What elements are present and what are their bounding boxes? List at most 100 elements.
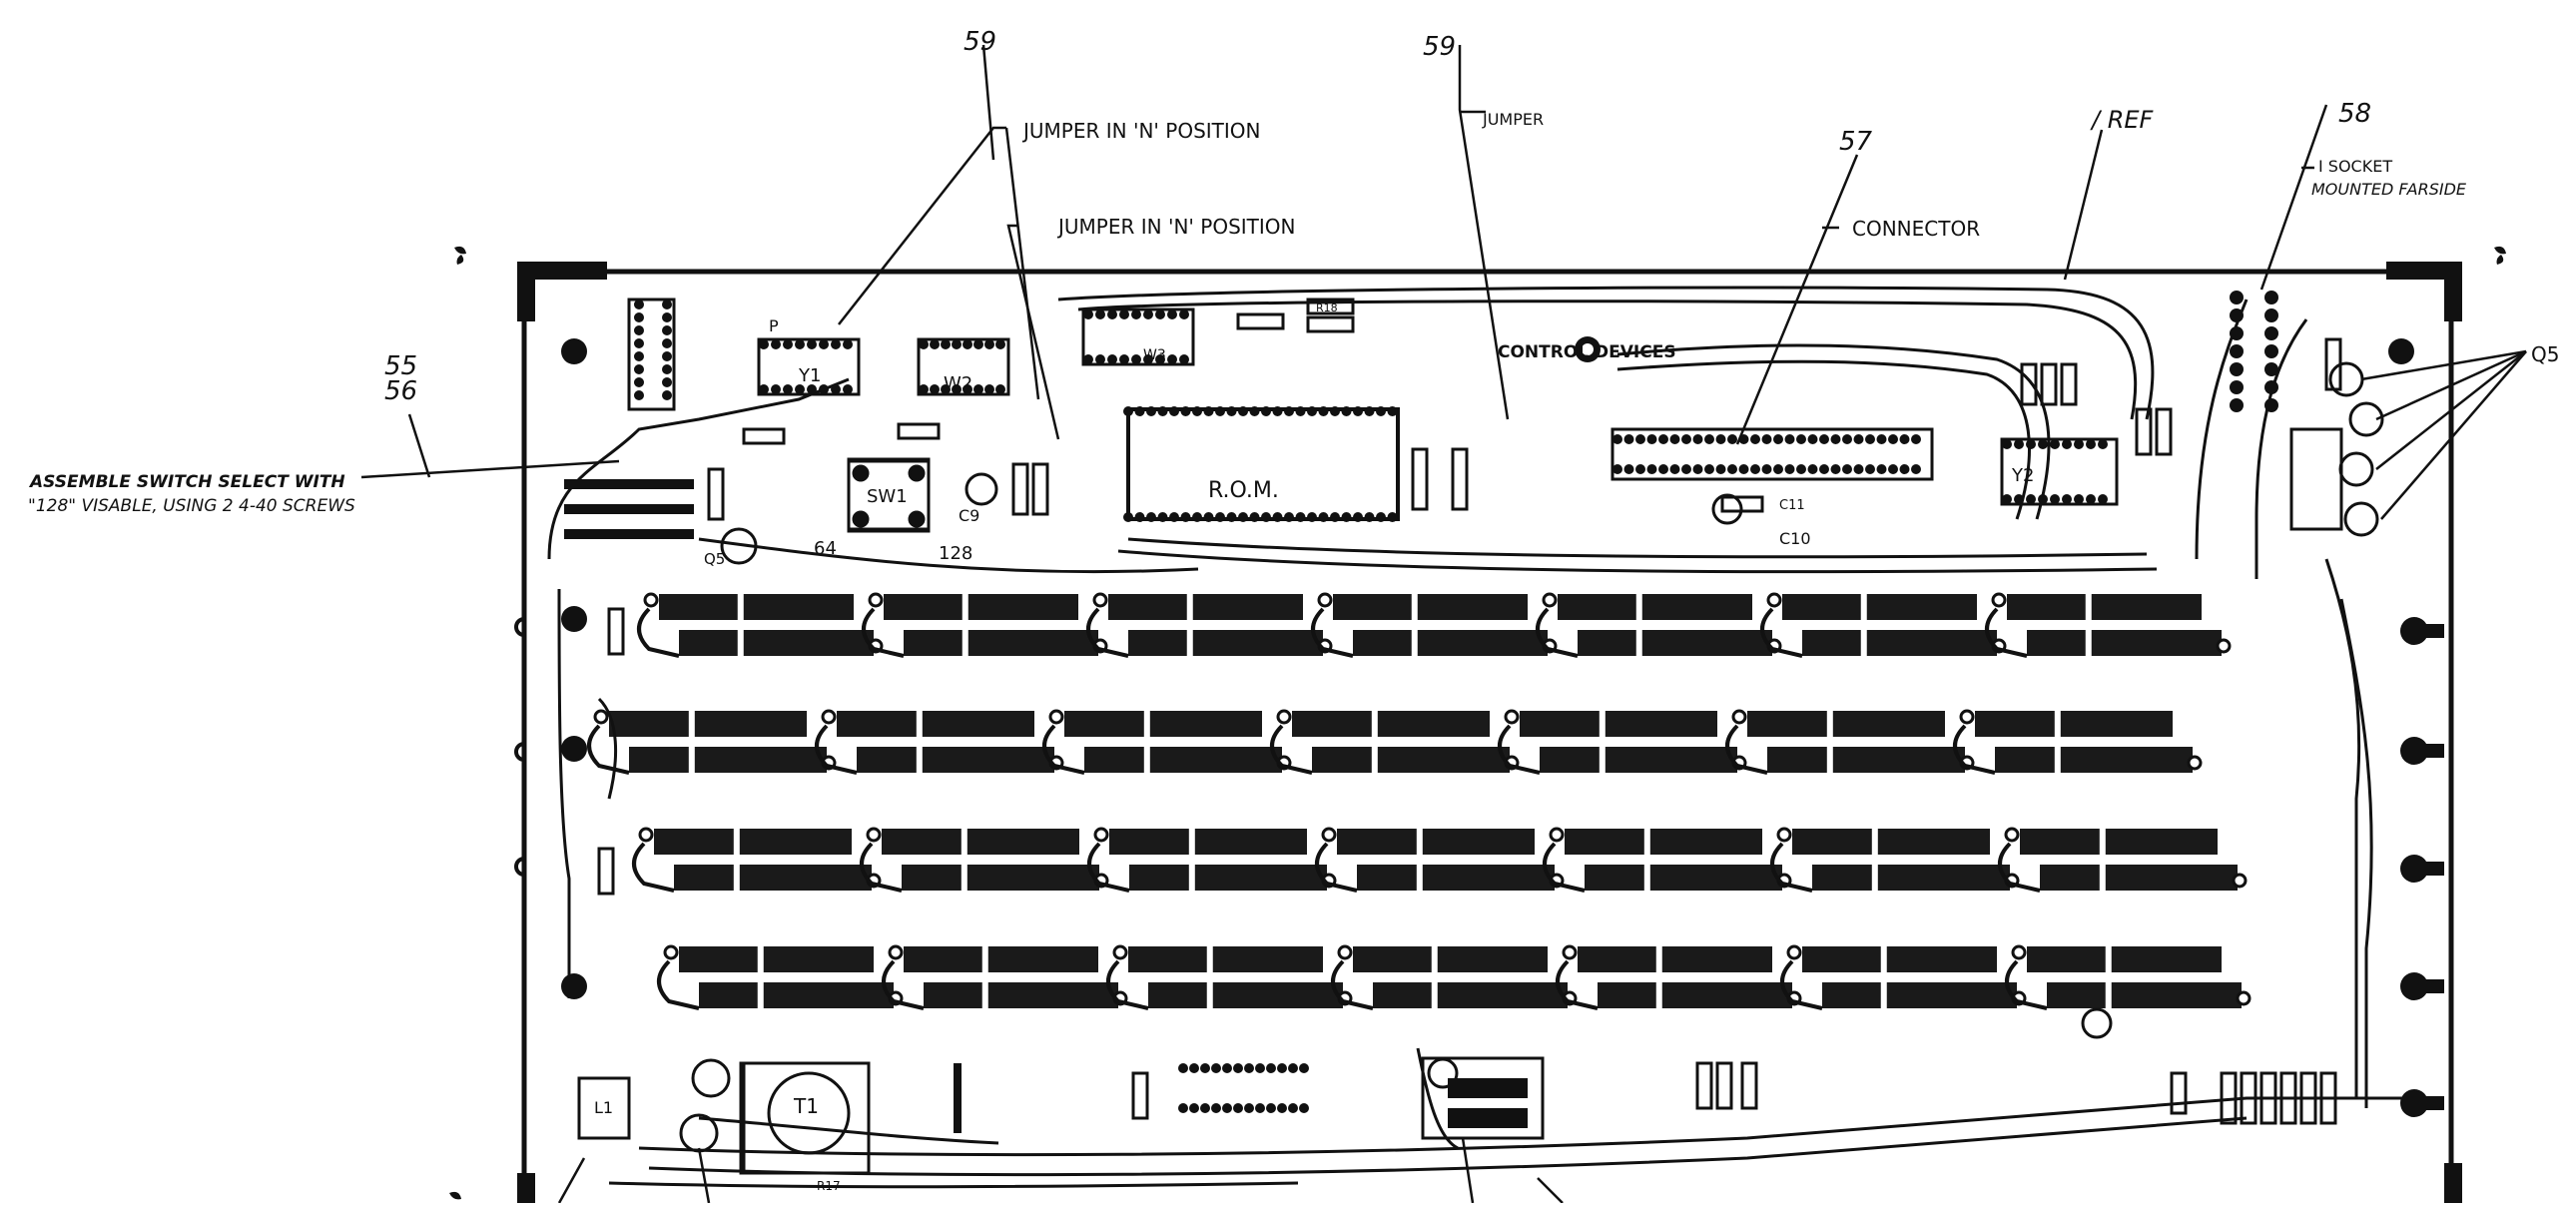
ic-pin — [1083, 309, 1093, 319]
ic-pin — [1167, 354, 1177, 364]
ic-pin — [963, 339, 972, 349]
ic-pin — [952, 384, 962, 394]
ic-pin — [1143, 354, 1153, 364]
small-components — [577, 298, 2343, 1140]
ic-pin — [1635, 464, 1645, 474]
ic-pin — [795, 339, 805, 349]
ic-pin — [1222, 1063, 1232, 1073]
ic-pin — [2086, 494, 2096, 504]
ic-pin — [2014, 494, 2024, 504]
ic-pin — [1146, 512, 1156, 522]
key-pad — [1536, 586, 1782, 664]
ic-pin — [1853, 434, 1864, 444]
assembly-note-line2: "128" VISABLE, USING 2 4-40 SCREWS — [28, 496, 355, 516]
ic-pin — [1189, 1063, 1199, 1073]
ic-pin — [1842, 434, 1852, 444]
label-128: 128 — [939, 543, 972, 564]
ic-pin — [984, 339, 994, 349]
ic-pin — [759, 384, 769, 394]
ic-pin — [1669, 434, 1680, 444]
pcb-traces — [547, 286, 2406, 1189]
ic-pin — [1750, 464, 1760, 474]
ic-pin — [1157, 512, 1168, 522]
ic-pin — [634, 312, 644, 322]
ic-pin — [1277, 1063, 1287, 1073]
key-pad — [1315, 821, 1565, 899]
key-pad — [1270, 703, 1520, 781]
ic-pin — [1623, 434, 1634, 444]
ic-pin — [1364, 406, 1375, 416]
ic-pin — [1658, 434, 1668, 444]
ic-pin — [919, 384, 929, 394]
ic-pin — [1681, 464, 1691, 474]
ic-pin — [1261, 512, 1271, 522]
ic-pin — [819, 384, 829, 394]
label-connector: CONNECTOR — [1852, 217, 1980, 241]
ic-pin — [930, 339, 940, 349]
ic-pin — [1249, 406, 1260, 416]
label-q5: Q5 — [2531, 342, 2559, 366]
callout-56: 56 — [384, 376, 417, 406]
ic-pin — [819, 339, 829, 349]
ic-pin — [1134, 512, 1145, 522]
key-pad — [1042, 703, 1292, 781]
r17-label: R17 — [817, 1179, 841, 1193]
ic-pin — [1853, 464, 1864, 474]
ic-pin — [1761, 464, 1772, 474]
ic-pin — [1819, 434, 1829, 444]
ic-pin — [2074, 439, 2084, 449]
ic-pin — [1704, 434, 1714, 444]
ic-pin — [1222, 1103, 1232, 1113]
ic-pin — [1272, 406, 1283, 416]
ic-pin — [783, 384, 793, 394]
ic-pin — [941, 339, 951, 349]
key-pad — [1780, 938, 2027, 1016]
ic-pin — [1200, 1103, 1210, 1113]
key-pad — [815, 703, 1064, 781]
key-pad — [657, 938, 904, 1016]
socket-column — [2230, 291, 2278, 412]
ic-pin — [662, 364, 672, 374]
ic-pin — [1623, 464, 1634, 474]
ic-pin — [1134, 406, 1145, 416]
ic-pin — [1307, 406, 1317, 416]
ic-pin — [2074, 494, 2084, 504]
callout-ref: / REF — [2090, 106, 2155, 134]
ic-pin — [1266, 1063, 1276, 1073]
ic-pin — [1911, 434, 1921, 444]
ic-pin — [1249, 512, 1260, 522]
ic-pin — [1299, 1103, 1309, 1113]
ic-pin — [807, 384, 817, 394]
ic-pin — [1658, 464, 1668, 474]
ic-pin — [1083, 354, 1093, 364]
ic-pin — [1376, 512, 1386, 522]
ic-pin — [2014, 439, 2024, 449]
ic-pin — [759, 339, 769, 349]
label-socket-line2: MOUNTED FARSIDE — [2311, 180, 2467, 199]
ic-pin — [1704, 464, 1714, 474]
ic-pin — [1646, 434, 1657, 444]
key-pad — [1311, 586, 1558, 664]
ic-pin — [1295, 406, 1306, 416]
ic-pin — [1299, 1063, 1309, 1073]
ic-pin — [1203, 406, 1214, 416]
ic-pin — [1123, 406, 1133, 416]
key-pad — [2005, 938, 2252, 1016]
ic-pin — [1157, 406, 1168, 416]
ic-pin — [1123, 512, 1133, 522]
ic-pin — [1233, 1103, 1243, 1113]
dip-switch-sw1 — [847, 459, 931, 533]
ic-pin — [1178, 1103, 1188, 1113]
ic-pin — [1143, 309, 1153, 319]
ic-pin — [1376, 406, 1386, 416]
corner-brackets — [517, 262, 2462, 1208]
ic-pin — [1646, 464, 1657, 474]
ic-pin — [1155, 354, 1165, 364]
ic-pin — [1318, 512, 1329, 522]
ic-pin — [1244, 1063, 1254, 1073]
ic-pin — [1784, 464, 1795, 474]
ic-pin — [1255, 1103, 1265, 1113]
ic-pin — [1715, 464, 1726, 474]
ic-pin — [1715, 434, 1726, 444]
